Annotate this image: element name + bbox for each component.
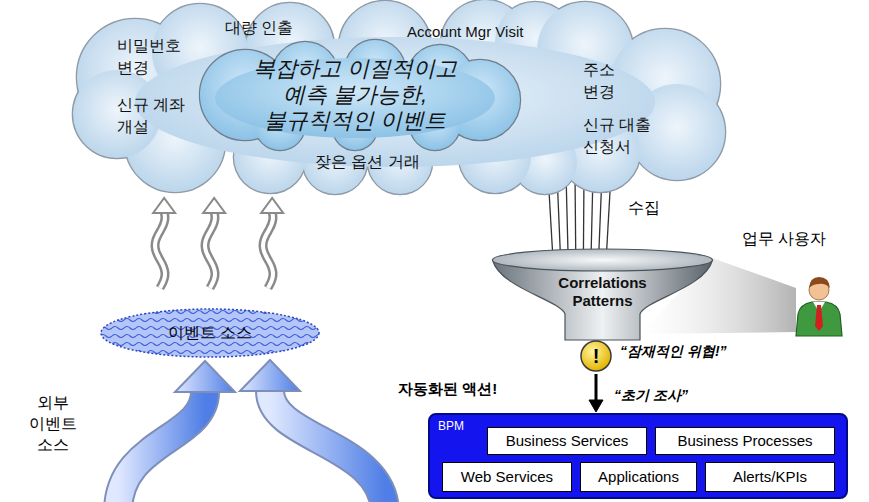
- arrow-head: [203, 198, 225, 213]
- node-text: 비밀번호 변경: [117, 35, 197, 79]
- external-source-label: 외부 이벤트 소스: [24, 392, 82, 455]
- measure: Business Processes: [677, 432, 812, 450]
- connector: [261, 198, 283, 288]
- node-text: Applications: [581, 463, 696, 491]
- cloud-outline: [73, 0, 725, 194]
- node-text: !: [580, 340, 612, 372]
- node-text: Account Mgr Visit: [407, 22, 523, 41]
- service-box: Web Services: [442, 462, 572, 492]
- connector: [153, 198, 175, 288]
- event-source-ellipse: 이벤트 소스: [100, 308, 320, 358]
- event-cloud: 대량 인출 Account Mgr Visit 비밀번호 변경주소 변경신규 계좌 …: [55, 2, 725, 194]
- action-note: 자동화된 액션!: [398, 380, 497, 399]
- service-box: Alerts/KPIs: [705, 462, 835, 492]
- arrow-head: [240, 360, 300, 391]
- node-text: 이벤트 소스: [100, 308, 320, 358]
- arrow-head: [589, 400, 603, 412]
- measure: !: [593, 345, 600, 367]
- alert-circle: !: [580, 340, 612, 372]
- measure: Alerts/KPIs: [733, 468, 807, 486]
- measure: 이벤트 소스: [168, 323, 252, 343]
- node-text: 신규 대출 신청서: [583, 114, 668, 158]
- measure: Web Services: [461, 468, 553, 486]
- user-label: 업무 사용자: [742, 229, 826, 250]
- service-box: Business Processes: [655, 427, 835, 455]
- node-text: 잦은 옵션 거래: [315, 152, 420, 172]
- node-text: 대량 인출: [225, 18, 293, 38]
- measure: Business Services: [506, 432, 629, 450]
- connector: [240, 360, 385, 502]
- node-text: Business Services: [488, 428, 646, 454]
- bpm-box: BPM Business Services Business ProcessesWe…: [428, 413, 848, 499]
- node-text: 복잡하고 이질적이고 예측 불가능한, 불규칙적인 이벤트: [230, 56, 480, 134]
- arrow-head: [261, 198, 283, 213]
- node-text: Business Processes: [656, 428, 834, 454]
- cloud-fill: [200, 40, 520, 150]
- service-box: Business Services: [487, 427, 647, 455]
- cloud-outline: [200, 40, 520, 150]
- node-text: 신규 계좌 개설: [117, 94, 197, 138]
- event-core-cloud: 복잡하고 이질적이고 예측 불가능한, 불규칙적인 이벤트: [185, 40, 525, 150]
- node-text: Correlations Patterns: [545, 274, 660, 310]
- external-source-arrow: [118, 361, 235, 502]
- cloud-fill: [73, 0, 725, 194]
- node-text: BPM: [438, 419, 464, 433]
- node-text: Alerts/KPIs: [706, 463, 834, 491]
- business-user-icon: [796, 277, 842, 336]
- connector: [589, 374, 603, 412]
- threat-note: “잠재적인 위협!”: [620, 343, 727, 361]
- node-text: 주소 변경: [583, 59, 628, 103]
- edge-label: 수집: [628, 198, 660, 219]
- node-text: Web Services: [443, 463, 571, 491]
- service-box: Applications: [580, 462, 697, 492]
- arrow-head: [153, 198, 175, 213]
- connector: [203, 198, 225, 288]
- measure: Applications: [598, 468, 679, 486]
- edge-label: “초기 조사”: [614, 387, 688, 405]
- correlation-funnel: Correlations Patterns: [490, 248, 715, 340]
